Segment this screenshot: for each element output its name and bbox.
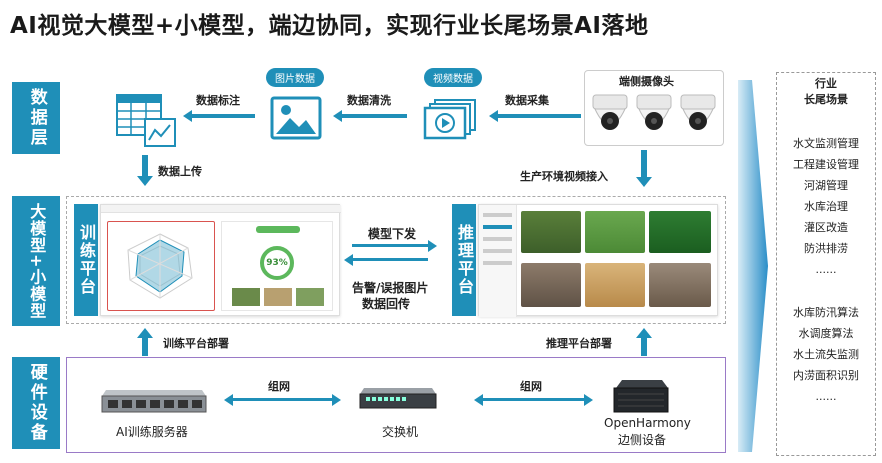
accuracy-panel: 93% xyxy=(221,221,333,311)
arrow-shaft xyxy=(641,150,647,178)
arrow-right-icon xyxy=(428,240,437,252)
scenario-panel: 行业 长尾场景 水文监测管理 工程建设管理 河湖管理 水库治理 灌区改造 防洪排… xyxy=(776,72,876,456)
spreadsheet-chart-icon xyxy=(115,93,177,148)
arrow-right-icon xyxy=(332,394,341,406)
arrow-shaft xyxy=(352,258,428,261)
network-label-left: 组网 xyxy=(268,380,290,393)
layer-label-model: 大模型+小模型 xyxy=(12,196,60,326)
server-label: AI训练服务器 xyxy=(116,425,188,439)
arrow-shaft xyxy=(142,155,148,177)
video-data-badge: 视频数据 xyxy=(424,68,482,87)
edge-device-icon xyxy=(608,378,672,414)
image-data-badge: 图片数据 xyxy=(266,68,324,87)
sample-image xyxy=(585,263,645,307)
arrow-left-icon xyxy=(183,110,192,122)
scenario-item: ...... xyxy=(815,263,837,276)
layer-label-data: 数据层 xyxy=(12,82,60,154)
data-annotate-label: 数据标注 xyxy=(196,94,240,107)
radar-chart-panel xyxy=(107,221,215,311)
sample-image xyxy=(521,263,581,307)
scenario-item: 防洪排涝 xyxy=(804,242,848,255)
arrow-shaft xyxy=(641,338,647,356)
sample-image xyxy=(649,263,711,307)
algorithm-item: 内涝面积识别 xyxy=(793,369,859,382)
arrow-left-icon xyxy=(333,110,342,122)
scenario-item: 灌区改造 xyxy=(804,221,848,234)
algorithm-item: ...... xyxy=(815,390,837,403)
arrow-down-icon xyxy=(636,177,652,187)
data-return-label: 数据回传 xyxy=(362,297,411,311)
arrow-left-icon xyxy=(474,394,483,406)
arrow-shaft xyxy=(341,114,407,118)
algorithm-item: 水库防汛算法 xyxy=(793,306,859,319)
sample-image xyxy=(649,211,711,253)
server-icon xyxy=(98,388,210,414)
arrow-shaft xyxy=(232,398,332,401)
arrow-shaft xyxy=(142,338,148,356)
switch-label: 交换机 xyxy=(382,425,419,439)
training-platform-screen: 93% xyxy=(100,204,341,316)
algorithm-item: 水土流失监测 xyxy=(793,348,859,361)
arrow-left-icon xyxy=(344,254,353,266)
sample-image xyxy=(521,211,581,253)
data-upload-label: 数据上传 xyxy=(158,165,202,178)
dome-camera-icon xyxy=(592,94,716,130)
switch-icon xyxy=(356,386,440,410)
scenario-header: 行业 xyxy=(815,77,837,90)
inference-platform-label: 推理平台 xyxy=(452,204,476,316)
arrow-shaft xyxy=(497,114,581,118)
train-deploy-label: 训练平台部署 xyxy=(163,337,229,350)
video-icon xyxy=(423,98,479,142)
edge-device-os-label: OpenHarmony xyxy=(604,416,691,430)
arrow-up-icon xyxy=(636,328,652,338)
env-video-label: 生产环境视频接入 xyxy=(520,170,608,183)
layer-label-hardware: 硬件设备 xyxy=(12,357,60,449)
sample-image xyxy=(585,211,645,253)
arrow-left-icon xyxy=(224,394,233,406)
scenario-item: 工程建设管理 xyxy=(793,158,859,171)
arrow-right-icon xyxy=(584,394,593,406)
edge-device-label: 边侧设备 xyxy=(618,433,667,447)
arrow-up-icon xyxy=(137,328,153,338)
arrow-shaft xyxy=(352,244,428,247)
accuracy-gauge: 93% xyxy=(260,246,294,280)
arrow-shaft xyxy=(191,114,255,118)
page-title: AI视觉大模型+小模型，端边协同，实现行业长尾场景AI落地 xyxy=(10,13,649,39)
data-clean-label: 数据清洗 xyxy=(347,94,391,107)
scenario-header-sub: 长尾场景 xyxy=(804,93,848,106)
scenario-item: 水文监测管理 xyxy=(793,137,859,150)
network-label-right: 组网 xyxy=(520,380,542,393)
inference-platform-screen xyxy=(478,204,718,317)
model-deploy-label: 模型下发 xyxy=(368,227,417,241)
arrow-left-icon xyxy=(489,110,498,122)
camera-panel: 端侧摄像头 xyxy=(584,70,724,146)
scenario-item: 河湖管理 xyxy=(804,179,848,192)
infer-deploy-label: 推理平台部署 xyxy=(546,337,612,350)
data-collect-label: 数据采集 xyxy=(505,94,549,107)
scenario-item: 水库治理 xyxy=(804,200,848,213)
alert-image-label: 告警/误报图片 xyxy=(352,281,429,295)
big-arrow-icon xyxy=(738,80,768,452)
training-platform-label: 训练平台 xyxy=(74,204,98,316)
algorithm-item: 水调度算法 xyxy=(798,327,854,340)
camera-label: 端侧摄像头 xyxy=(619,75,674,88)
image-icon xyxy=(270,96,322,140)
arrow-down-icon xyxy=(137,176,153,186)
arrow-shaft xyxy=(482,398,584,401)
